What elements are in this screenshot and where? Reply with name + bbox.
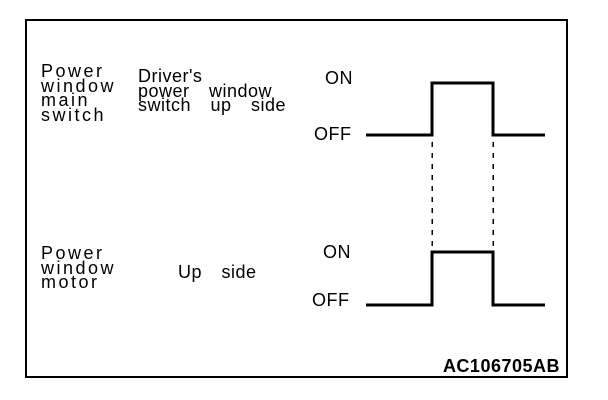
row1-off-label: OFF (314, 124, 352, 144)
row2-off-label: OFF (312, 290, 350, 310)
figure-code-label: AC106705AB (442, 356, 560, 376)
row1-on-label: ON (325, 68, 353, 88)
row1-component-label: Power window main switch (41, 61, 117, 125)
row2-on-label: ON (323, 242, 351, 262)
row1-pulse-waveform (366, 81, 545, 137)
row1-signal-label: Driver's power window switch up side (138, 66, 287, 115)
row2-component-label: Power window motor (41, 243, 117, 292)
diagram-border (25, 19, 568, 378)
row2-pulse-waveform (366, 250, 545, 307)
row2-signal-label: Up side (178, 262, 257, 282)
